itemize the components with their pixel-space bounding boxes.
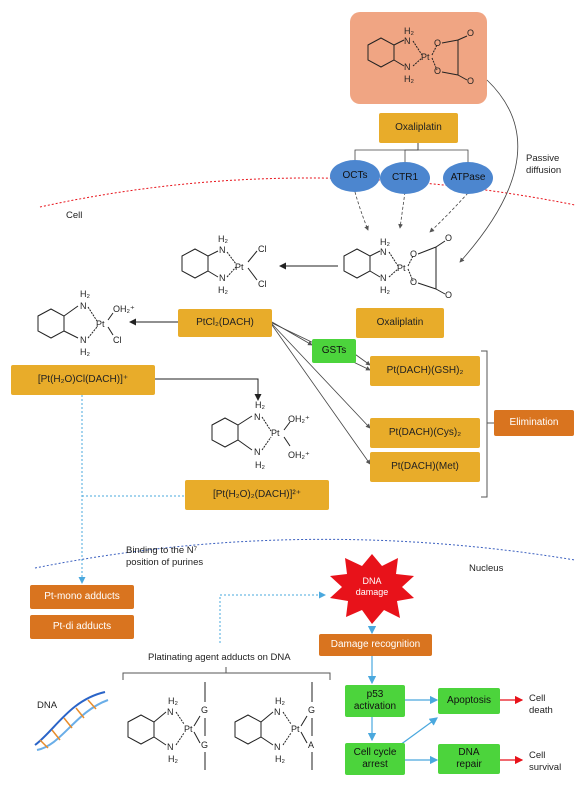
oxaliplatin-structure-inside bbox=[343, 240, 446, 295]
adduct-bracket bbox=[122, 667, 331, 680]
ptcl2-dach-structure bbox=[181, 248, 258, 281]
oxaliplatin-inside-box[interactable]: Oxaliplatin bbox=[356, 308, 444, 338]
elimination-box[interactable]: Elimination bbox=[494, 410, 574, 436]
atom-o: O bbox=[434, 38, 441, 48]
atom-n: N bbox=[380, 247, 387, 257]
gsts-box[interactable]: GSTs bbox=[312, 339, 356, 363]
dna-repair-box[interactable]: DNA repair bbox=[438, 744, 500, 774]
dna-damage-label: DNA damage bbox=[355, 576, 389, 597]
pt-cys-box[interactable]: Pt(DACH)(Cys)₂ bbox=[370, 418, 480, 448]
octs-transporter[interactable]: OCTs bbox=[330, 160, 380, 192]
nuclear-membrane bbox=[34, 538, 576, 569]
atom-oh2: OH₂⁺ bbox=[113, 304, 135, 314]
atom-cl: Cl bbox=[113, 335, 122, 345]
atom-n: N bbox=[167, 742, 174, 752]
atom-o: O bbox=[445, 233, 452, 243]
oxaliplatin-box[interactable]: Oxaliplatin bbox=[379, 113, 458, 143]
atom-h2: H₂ bbox=[404, 74, 414, 84]
atom-n: N bbox=[274, 742, 281, 752]
atom-oh2: OH₂⁺ bbox=[288, 450, 310, 460]
atom-n: N bbox=[274, 707, 281, 717]
mono-guanine-adduct bbox=[127, 682, 206, 770]
passive-diffusion-label: Passive diffusion bbox=[526, 153, 562, 176]
atpase-transporter[interactable]: ATPase bbox=[443, 162, 493, 194]
atom-n: N bbox=[380, 273, 387, 283]
damage-recognition-box[interactable]: Damage recognition bbox=[319, 634, 432, 656]
atom-h2: H₂ bbox=[168, 696, 178, 706]
atom-h2: H₂ bbox=[218, 234, 228, 244]
cell-cycle-arrest-box[interactable]: Cell cycle arrest bbox=[345, 743, 405, 775]
pt-gsh-box[interactable]: Pt(DACH)(GSH)₂ bbox=[370, 356, 480, 386]
ptcl2-dach-box[interactable]: PtCl₂(DACH) bbox=[178, 309, 272, 337]
atom-cl: Cl bbox=[258, 279, 267, 289]
ctr1-transporter[interactable]: CTR1 bbox=[380, 162, 430, 194]
atom-h2: H₂ bbox=[404, 26, 414, 36]
atom-n: N bbox=[80, 301, 87, 311]
atom-h2: H₂ bbox=[380, 237, 390, 247]
atom-n: N bbox=[167, 707, 174, 717]
atom-h2: H₂ bbox=[168, 754, 178, 764]
guanine-adenine-adduct bbox=[234, 682, 313, 770]
atom-o: O bbox=[467, 28, 474, 38]
diaqua-box[interactable]: [Pt(H₂O)₂(DACH)]²⁺ bbox=[185, 480, 329, 510]
p53-activation-box[interactable]: p53 activation bbox=[345, 685, 405, 717]
atom-o: O bbox=[467, 76, 474, 86]
atom-n: N bbox=[80, 335, 87, 345]
atom-a: A bbox=[308, 740, 314, 750]
atom-n: N bbox=[254, 447, 261, 457]
nucleus-label: Nucleus bbox=[469, 563, 504, 574]
atom-oh2: OH₂⁺ bbox=[288, 414, 310, 424]
atom-pt: Pt bbox=[96, 319, 105, 329]
dna-label: DNA bbox=[37, 700, 58, 711]
atom-h2: H₂ bbox=[275, 754, 285, 764]
elimination-bracket bbox=[481, 350, 494, 498]
monoaqua-structure bbox=[37, 305, 114, 339]
apoptosis-box[interactable]: Apoptosis bbox=[438, 688, 500, 714]
atom-g: G bbox=[201, 740, 208, 750]
platinating-adducts-label: Platinating agent adducts on DNA bbox=[148, 652, 291, 663]
atom-h2: H₂ bbox=[255, 400, 265, 410]
atom-h2: H₂ bbox=[275, 696, 285, 706]
pt-met-box[interactable]: Pt(DACH)(Met) bbox=[370, 452, 480, 482]
atom-pt: Pt bbox=[421, 52, 430, 62]
atom-n: N bbox=[219, 273, 226, 283]
diaqua-structure bbox=[211, 415, 291, 451]
atom-n: N bbox=[404, 36, 411, 46]
binding-label: Binding to the N⁷ position of purines bbox=[126, 545, 204, 568]
atom-h2: H₂ bbox=[80, 347, 90, 357]
atom-o: O bbox=[445, 290, 452, 300]
atom-pt: Pt bbox=[291, 724, 300, 734]
atom-o: O bbox=[410, 277, 417, 287]
atom-h2: H₂ bbox=[80, 289, 90, 299]
atom-h2: H₂ bbox=[255, 460, 265, 470]
atom-h2: H₂ bbox=[218, 285, 228, 295]
atom-o: O bbox=[434, 66, 441, 76]
dna-helix-icon bbox=[34, 691, 109, 751]
atom-g: G bbox=[308, 705, 315, 715]
cell-membrane bbox=[39, 177, 576, 208]
extracellular-oxaliplatin-panel bbox=[350, 12, 487, 104]
atom-pt: Pt bbox=[397, 263, 406, 273]
cell-survival-label: Cell survival bbox=[529, 750, 562, 773]
atom-pt: Pt bbox=[184, 724, 193, 734]
atom-n: N bbox=[404, 62, 411, 72]
atom-n: N bbox=[219, 245, 226, 255]
cell-label: Cell bbox=[66, 210, 83, 221]
pt-mono-adducts-box[interactable]: Pt-mono adducts bbox=[30, 585, 134, 609]
atom-h2: H₂ bbox=[380, 285, 390, 295]
dna-damage-star bbox=[330, 554, 414, 624]
monoaqua-box[interactable]: [Pt(H₂O)Cl(DACH)]⁺ bbox=[11, 365, 155, 395]
atom-o: O bbox=[410, 249, 417, 259]
atom-n: N bbox=[254, 412, 261, 422]
oxaliplatin-structure-top bbox=[367, 35, 468, 81]
atom-pt: Pt bbox=[271, 428, 280, 438]
atom-g: G bbox=[201, 705, 208, 715]
pt-di-adducts-box[interactable]: Pt-di adducts bbox=[30, 615, 134, 639]
cell-death-label: Cell death bbox=[529, 693, 553, 716]
atom-pt: Pt bbox=[235, 262, 244, 272]
atom-cl: Cl bbox=[258, 244, 267, 254]
